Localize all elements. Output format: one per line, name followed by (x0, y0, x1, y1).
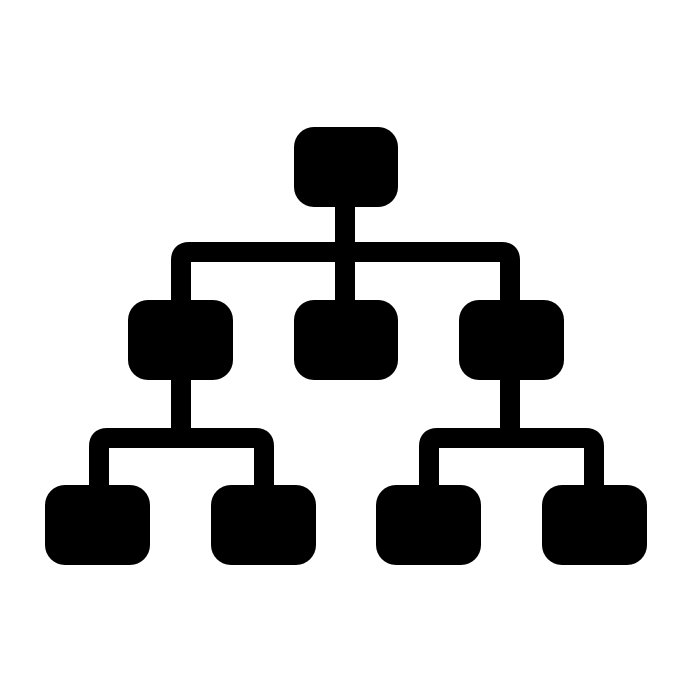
right-bar (419, 428, 604, 500)
node-boxes (45, 127, 647, 565)
level-3-node-2 (211, 485, 316, 565)
level-2-left-node (128, 300, 233, 380)
level-3-node-3 (376, 485, 481, 565)
connector-lines (89, 190, 604, 500)
level-2-right-node (459, 300, 564, 380)
left-bar (89, 428, 274, 500)
root-node (294, 127, 398, 207)
level-3-node-4 (542, 485, 647, 565)
level-3-node-1 (45, 485, 150, 565)
level-2-middle-node (294, 300, 398, 380)
